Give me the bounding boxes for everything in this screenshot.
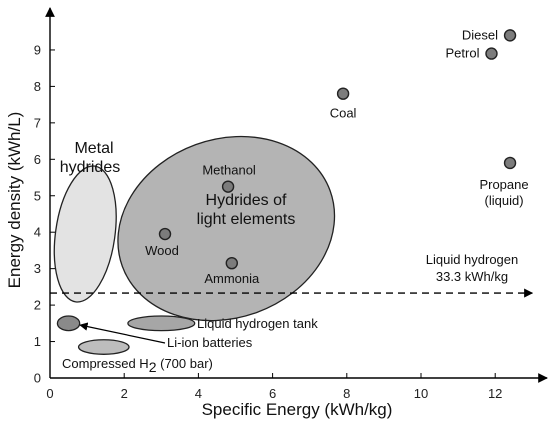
x-tick-label-4: 4	[195, 386, 202, 401]
y-tick-label-3: 3	[34, 261, 41, 276]
region-ellipse-4	[77, 339, 130, 355]
x-tick-label-8: 8	[343, 386, 350, 401]
point-wood	[158, 227, 172, 241]
region-label-liquid-hydrogen-tank: Liquid hydrogen tank	[197, 316, 318, 331]
liquid-hydrogen-label-line2: 33.3 kWh/kg	[436, 269, 508, 284]
region-label-li-ion: Li-ion batteries	[167, 335, 253, 350]
y-tick-label-7: 7	[34, 115, 41, 130]
point-petrol	[485, 47, 498, 60]
region-label-metal-hydrides-line2: hydrides	[60, 159, 120, 176]
x-tick-label-12: 12	[488, 386, 502, 401]
point-label-methanol: Methanol	[202, 163, 256, 178]
x-axis-title: Specific Energy (kWh/kg)	[202, 400, 393, 419]
li-ion-arrow	[79, 322, 166, 344]
region-label-compressed-h2: Compressed H2 (700 bar)	[62, 356, 213, 375]
region-ellipse-3	[56, 315, 81, 332]
liquid-hydrogen-label-line1: Liquid hydrogen	[426, 252, 519, 267]
point-label-ammonia: Ammonia	[204, 271, 260, 286]
region-label-hydrides-line2: light elements	[197, 211, 296, 228]
point-ammonia	[225, 256, 238, 270]
y-axis-title: Energy density (kWh/L)	[5, 112, 24, 289]
region-label-metal-hydrides-line1: Metal	[74, 140, 113, 157]
y-tick-label-6: 6	[34, 152, 41, 167]
point-coal	[336, 87, 350, 100]
region-ellipse-2	[127, 315, 196, 332]
region-ellipse-0	[53, 165, 117, 303]
point-label-coal: Coal	[330, 106, 357, 121]
region-ellipse-1	[117, 135, 336, 322]
point-propane	[503, 156, 517, 170]
x-tick-label-2: 2	[121, 386, 128, 401]
y-tick-label-0: 0	[34, 371, 41, 386]
x-tick-label-6: 6	[269, 386, 276, 401]
x-tick-label-0: 0	[46, 386, 53, 401]
point-sublabel-propane: (liquid)	[485, 193, 524, 208]
point-label-petrol: Petrol	[446, 46, 480, 61]
y-tick-label-1: 1	[34, 334, 41, 349]
y-tick-label-2: 2	[34, 298, 41, 313]
point-diesel	[503, 29, 517, 42]
region-label-hydrides-line1: Hydrides of	[206, 192, 287, 209]
point-methanol	[221, 180, 235, 193]
point-label-wood: Wood	[145, 243, 179, 258]
y-tick-label-9: 9	[34, 42, 41, 57]
y-tick-label-5: 5	[34, 188, 41, 203]
x-tick-label-10: 10	[414, 386, 428, 401]
y-tick-label-4: 4	[34, 225, 41, 240]
point-label-diesel: Diesel	[462, 27, 498, 42]
y-tick-label-8: 8	[34, 79, 41, 94]
point-label-propane: Propane	[479, 177, 528, 192]
